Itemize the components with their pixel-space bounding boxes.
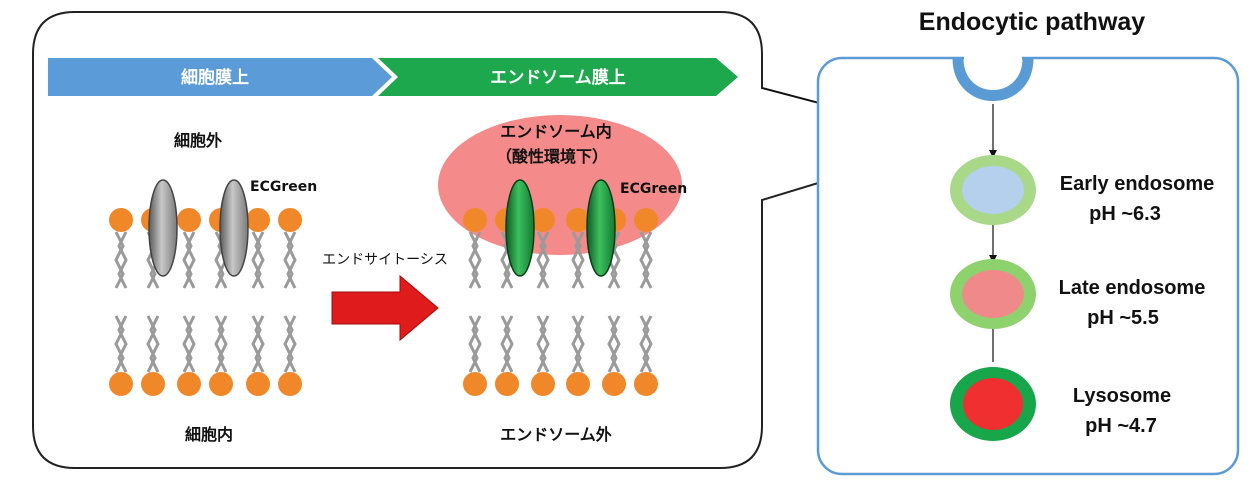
early-endosome-lumen bbox=[962, 166, 1024, 214]
endocytosis-label: エンドサイトーシス bbox=[322, 252, 448, 268]
lipid-tail bbox=[539, 315, 550, 373]
phospholipid-icon bbox=[278, 372, 302, 396]
lipid-tail bbox=[185, 231, 196, 289]
extracellular-label: 細胞外 bbox=[174, 131, 222, 150]
phospholipid-icon bbox=[177, 372, 201, 396]
ecgreen-probe-icon bbox=[148, 179, 178, 277]
lipid-tail bbox=[117, 315, 128, 373]
plasma-membrane-stage-arrow bbox=[48, 58, 392, 96]
late-endosome-ph: pH ~5.5 bbox=[1087, 307, 1159, 329]
early-endosome-name: Early endosome bbox=[1060, 173, 1215, 195]
phospholipid-icon bbox=[495, 372, 519, 396]
lipid-tail bbox=[117, 231, 128, 289]
phospholipid-icon bbox=[463, 372, 487, 396]
phospholipid-icon bbox=[278, 208, 302, 232]
lysosome-lumen bbox=[963, 378, 1023, 430]
endosome-membrane-stage-arrow bbox=[378, 58, 738, 96]
phospholipid-icon bbox=[209, 372, 233, 396]
lipid-tail bbox=[471, 231, 482, 289]
phospholipid-icon bbox=[246, 208, 270, 232]
ecgreen-probe-icon bbox=[586, 179, 616, 277]
lipid-tail bbox=[503, 315, 514, 373]
phospholipid-icon bbox=[566, 372, 590, 396]
lysosome-name: Lysosome bbox=[1073, 385, 1171, 407]
lipid-tail bbox=[254, 231, 265, 289]
phospholipid-icon bbox=[109, 208, 133, 232]
phospholipid-icon bbox=[634, 208, 658, 232]
pathway-title: Endocytic pathway bbox=[919, 8, 1146, 36]
lipid-tail bbox=[642, 315, 653, 373]
lipid-tail bbox=[149, 315, 160, 373]
ecgreen-label-right: ECGreen bbox=[620, 181, 687, 197]
lipid-tail bbox=[642, 231, 653, 289]
early-endosome-ph: pH ~6.3 bbox=[1089, 203, 1161, 225]
acidic-environment-label: （酸性環境下） bbox=[496, 147, 608, 166]
phospholipid-icon bbox=[634, 372, 658, 396]
lipid-tail bbox=[286, 315, 297, 373]
plasma-membrane-bilayer bbox=[109, 208, 302, 396]
endosome-lumen-label: エンドソーム内 bbox=[500, 122, 612, 141]
arrow-head-icon bbox=[989, 150, 997, 158]
membrane-invagination-icon bbox=[952, 57, 1034, 101]
ecgreen-probe-icon bbox=[219, 179, 249, 277]
intracellular-label: 細胞内 bbox=[185, 425, 233, 444]
phospholipid-icon bbox=[531, 372, 555, 396]
phospholipid-icon bbox=[566, 208, 590, 232]
phospholipid-icon bbox=[177, 208, 201, 232]
lipid-tail bbox=[471, 315, 482, 373]
phospholipid-icon bbox=[246, 372, 270, 396]
phospholipid-icon bbox=[463, 208, 487, 232]
late-endosome-name: Late endosome bbox=[1059, 277, 1206, 299]
plasma-membrane-stage-label: 細胞膜上 bbox=[181, 67, 249, 88]
phospholipid-icon bbox=[531, 208, 555, 232]
late-endosome-lumen bbox=[962, 270, 1024, 318]
endosome-outside-label: エンドソーム外 bbox=[500, 425, 612, 444]
lipid-tail bbox=[610, 315, 621, 373]
phospholipid-icon bbox=[602, 372, 626, 396]
lipid-tail bbox=[185, 315, 196, 373]
invagination-gap bbox=[964, 54, 1022, 62]
phospholipid-icon bbox=[109, 372, 133, 396]
lipid-tail bbox=[217, 315, 228, 373]
lipid-tail bbox=[574, 315, 585, 373]
ecgreen-probe-icon bbox=[505, 179, 535, 277]
phospholipid-icon bbox=[141, 372, 165, 396]
lipid-tail bbox=[574, 231, 585, 289]
lipid-tail bbox=[539, 231, 550, 289]
block-arrow-right-icon bbox=[331, 274, 439, 342]
endosome-membrane-stage-label: エンドソーム膜上 bbox=[490, 67, 626, 88]
lipid-tail bbox=[254, 315, 265, 373]
lipid-tail bbox=[286, 231, 297, 289]
ecgreen-label-left: ECGreen bbox=[250, 179, 317, 195]
lysosome-ph: pH ~4.7 bbox=[1085, 415, 1157, 437]
